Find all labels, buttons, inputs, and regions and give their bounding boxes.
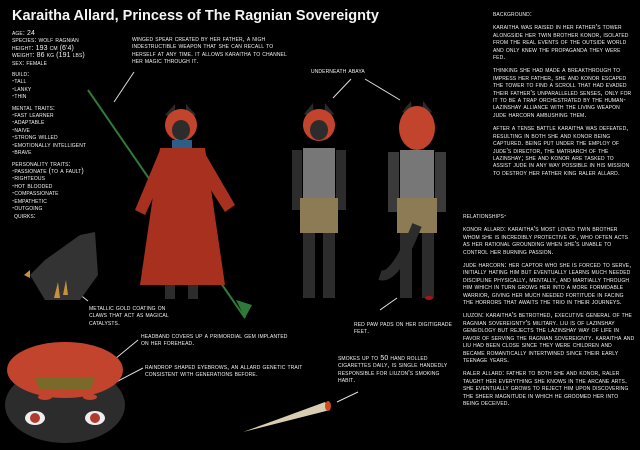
stat-weight: Weight: 86 kg (191 lbs) [12, 52, 85, 60]
mental-item: -Naive [12, 126, 30, 134]
build-heading: Build: [12, 71, 30, 79]
relationship-raler: Raler Allard: Father to both she and Kon… [463, 370, 629, 407]
background-paragraph: After a tense battle Karaitha was defeat… [493, 125, 630, 177]
smokes-annotation: Smokes up to 50 hand rolled cigarettes d… [338, 355, 448, 385]
stat-species: Species: Wolf Ragnian [12, 37, 79, 45]
build-item: -Thin [12, 93, 27, 101]
stat-age: Age: 24 [12, 30, 35, 37]
claws-annotation: Metallic gold coating on claws that act … [89, 305, 169, 327]
underneath-abaya-label: Underneath Abaya [311, 68, 365, 75]
mental-item: -Strong willed [12, 134, 58, 142]
relationship-konor: Konor Allard: Karaitha's most loved twin… [463, 226, 629, 256]
background-paragraph: Thinking she had made a breakthrough to … [493, 67, 632, 119]
quirks-heading: Quirks: [14, 213, 36, 220]
mental-item: -Adaptable [12, 119, 45, 127]
face-closeup [5, 342, 125, 443]
background-paragraph: Karaitha was raised in her father's towe… [493, 24, 629, 62]
mental-item: -Brave [12, 149, 32, 157]
background-section: Background: Karaitha was raised in her f… [493, 11, 633, 183]
personality-heading: Personality Traits: [12, 160, 71, 168]
character-stats: Age: 24 Species: Wolf Ragnian Height: 19… [12, 30, 86, 212]
build-item: -Tall [12, 78, 27, 86]
hand-closeup [24, 232, 98, 300]
headband-annotation: Headband covers up a primordial gem impl… [141, 333, 288, 348]
build-item: -Lanky [12, 85, 32, 93]
mental-heading: Mental Traits: [12, 104, 55, 112]
mental-item: -Emotionally Intelligent [12, 141, 87, 149]
paws-annotation: Red paw pads on her digitigrade feet. [354, 321, 453, 336]
eyebrows-annotation: Raindrop shaped eyebrows, an Allard gene… [145, 364, 303, 379]
figure-robed [135, 104, 235, 299]
personality-item: -Outgoing [12, 204, 43, 212]
stat-sex: Sex: Female [12, 59, 47, 67]
relationship-liuzon: LiuZon: Karaitha's betrothed, Executive … [463, 312, 635, 364]
relationships-heading: Relationships- [463, 213, 507, 220]
background-heading: Background: [493, 11, 532, 18]
personality-item: -Passionate (to a fault) [12, 167, 84, 175]
personality-item: -Hot Blooded [12, 182, 53, 190]
stat-height: Height: 193 cm (6'4) [12, 44, 74, 52]
callout-lines [73, 71, 401, 403]
relationships-section: Relationships- Konor Allard: Karaitha's … [463, 213, 635, 413]
figure-back [378, 101, 446, 300]
personality-item: -Empathetic [12, 197, 47, 205]
personality-item: -Righteous [12, 175, 46, 183]
figure-front [292, 103, 346, 298]
spear-annotation: Winged spear created by her father, a ni… [132, 36, 287, 66]
personality-item: -Compassionate [12, 190, 59, 198]
relationship-jude: Jude Harcorn: Her captor who she is forc… [463, 262, 632, 307]
cigarette [243, 401, 331, 432]
mental-item: -Fast learner [12, 112, 54, 120]
page-title: Karaitha Allard, Princess of The Ragnian… [12, 8, 379, 24]
